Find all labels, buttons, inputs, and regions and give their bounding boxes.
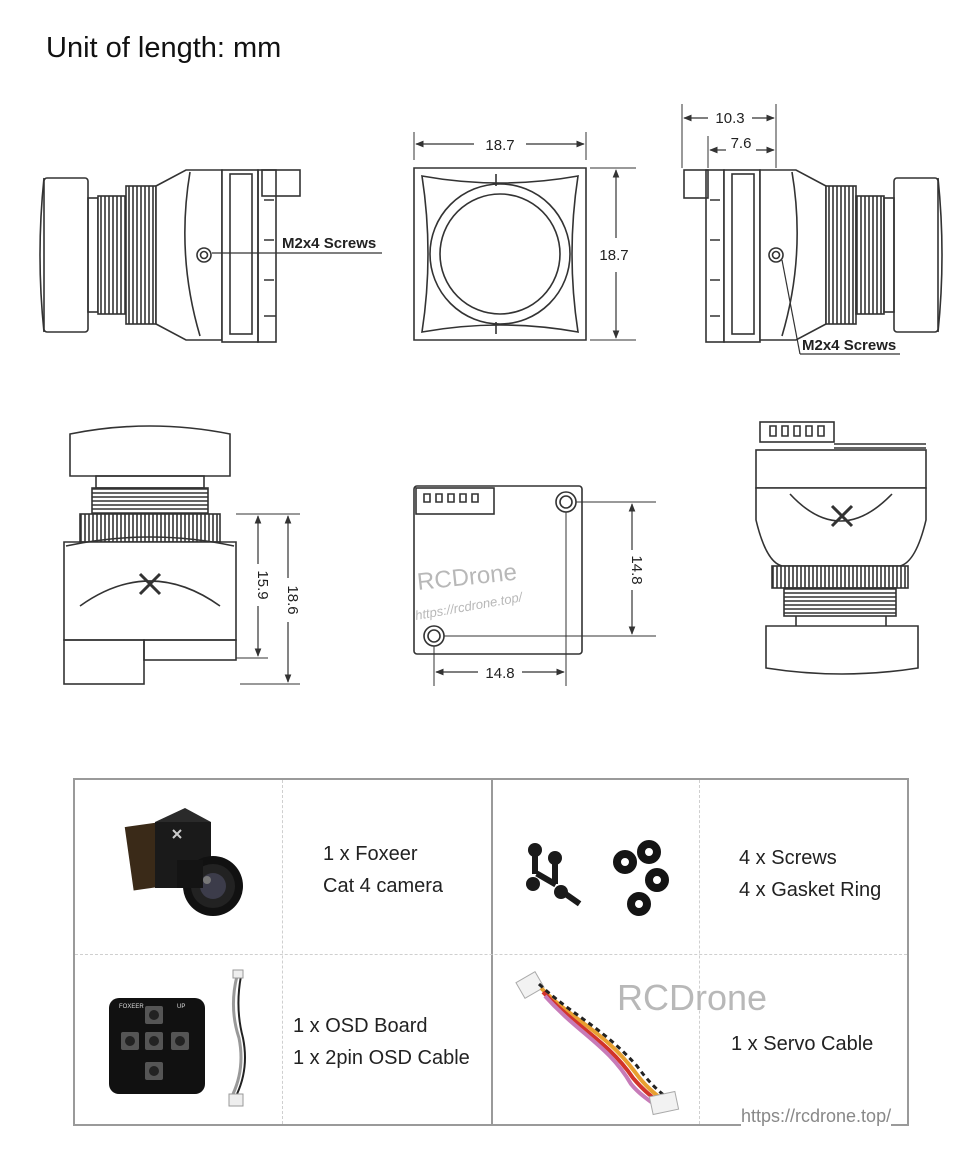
- screws-left-label: M2x4 Screws: [282, 235, 376, 252]
- footer-url: https://rcdrone.top/: [741, 1106, 892, 1126]
- dim-front-height: 18.7: [599, 247, 628, 264]
- camera-line2: Cat 4 camera: [323, 875, 444, 897]
- servo-text: 1 x Servo Cable: [731, 1033, 874, 1055]
- osd-line1: 1 x OSD Board: [293, 1015, 428, 1037]
- screws-image: [526, 840, 669, 916]
- dim-board-vertical: 14.8: [628, 555, 645, 584]
- camera-image: [124, 808, 243, 916]
- page-title: Unit of length: mm: [46, 32, 282, 64]
- dim-front-width: 18.7: [485, 137, 514, 154]
- screws-text: 4 x Screws 4 x Gasket Ring: [739, 842, 881, 906]
- camera-text: 1 x Foxeer Cat 4 camera: [323, 838, 443, 902]
- osd-line2: 1 x 2pin OSD Cable: [293, 1047, 470, 1069]
- front-elevation-view: [63, 425, 237, 685]
- dim-height-inner: 15.9: [254, 570, 271, 599]
- camera-line1: 1 x Foxeer: [323, 843, 418, 865]
- screws-line2: 4 x Gasket Ring: [739, 879, 882, 901]
- watermark-brand-table: RCDrone: [617, 977, 768, 1018]
- osd-board-image: FOXEER UP: [109, 969, 246, 1107]
- osd-board-up-label: UP: [177, 1004, 185, 1010]
- servo-cable-image: [515, 971, 680, 1116]
- dim-side-inner: 7.6: [731, 135, 752, 152]
- osd-text: 1 x OSD Board 1 x 2pin OSD Cable: [293, 1010, 470, 1074]
- package-contents-table: 1 x Foxeer Cat 4 camera 4 x Screws 4 x G…: [73, 778, 909, 1126]
- front-view: [413, 167, 587, 341]
- dim-side-overall: 10.3: [715, 110, 744, 127]
- left-side-view: [39, 169, 301, 343]
- screws-line1: 4 x Screws: [739, 847, 837, 869]
- technical-drawing: M2x4 Screws 18.7 18.7 10.3: [39, 104, 943, 686]
- osd-board-foxeer-label: FOXEER: [119, 1004, 144, 1010]
- right-side-view: [683, 169, 943, 343]
- rear-view: [755, 421, 927, 675]
- watermark-brand: RCDrone: [416, 559, 518, 596]
- dim-board-horizontal: 14.8: [485, 665, 514, 682]
- screws-right-label: M2x4 Screws: [802, 337, 896, 354]
- dim-height-outer: 18.6: [284, 585, 301, 614]
